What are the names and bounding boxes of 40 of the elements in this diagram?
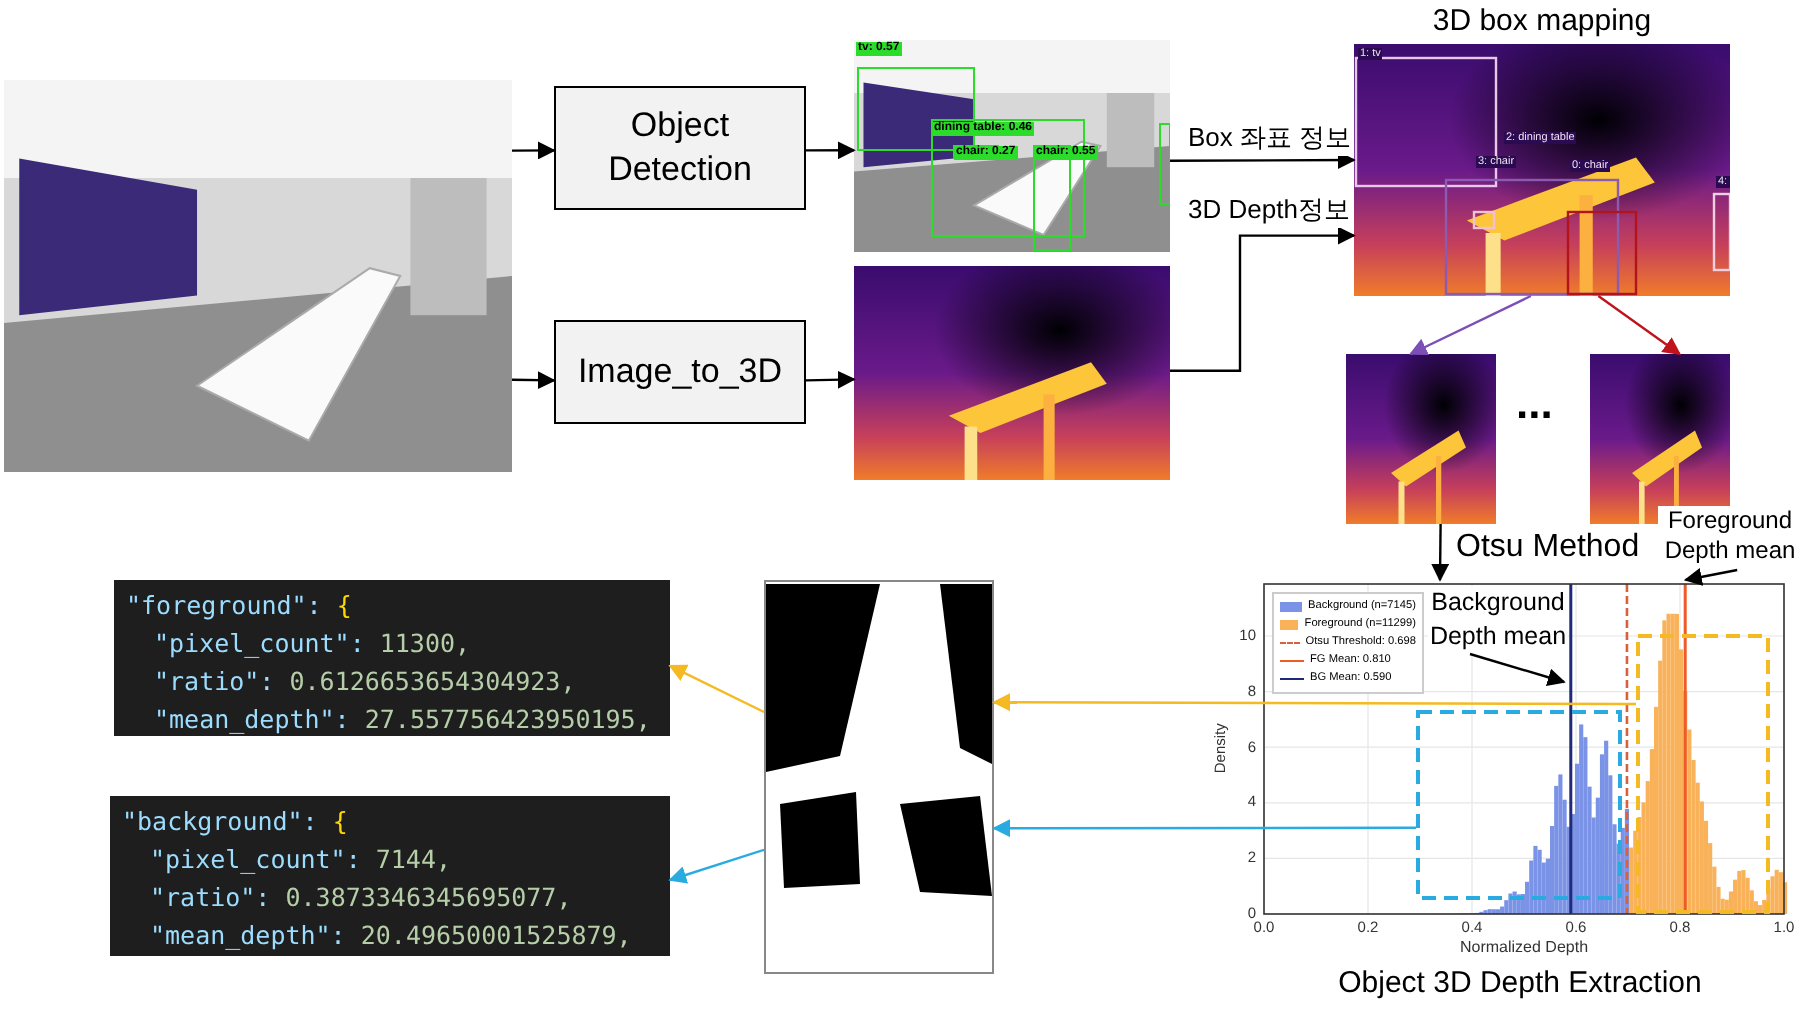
arrow [806, 141, 856, 160]
code-line: "background": { [122, 804, 350, 840]
process-box: Object Detection [554, 86, 806, 210]
mask-image [764, 580, 994, 974]
edge-label: 3D Depth정보 [1186, 192, 1352, 228]
axis-label: Normalized Depth [1457, 940, 1591, 958]
annotation-text: Background Depth mean [1428, 586, 1568, 654]
detection-image [854, 40, 1170, 252]
arrow [1683, 568, 1738, 586]
arrow [992, 693, 1636, 712]
dashed-box [1636, 634, 1770, 914]
arrow [1170, 151, 1356, 170]
arrow [805, 370, 856, 389]
code-block [110, 796, 670, 956]
arrow [512, 371, 556, 390]
chart-title: Object 3D Depth Extraction [1336, 966, 1704, 1000]
leader-arrow [1469, 652, 1566, 686]
code-line: "mean_depth": 20.49650001525879, [148, 918, 634, 954]
ellipsis: ... [1516, 380, 1553, 429]
code-line: "ratio": 0.3873346345695077, [148, 880, 574, 916]
arrow [1597, 295, 1682, 356]
arrow [992, 819, 1416, 838]
arrow [512, 141, 556, 160]
code-line: "mean_depth": 27.557756423950195, [152, 702, 653, 738]
dashed-box [1416, 710, 1622, 900]
code-line: "ratio": 0.6126653654304923, [152, 664, 578, 700]
arrow [668, 664, 765, 714]
depth-map-image [1354, 44, 1730, 296]
code-block [114, 580, 670, 736]
arrow [668, 848, 765, 884]
edge-label: Box 좌표 정보 [1186, 120, 1354, 156]
code-line: "pixel_count": 11300, [152, 626, 473, 662]
process-box: Image_to_3D [554, 320, 806, 424]
code-line: "foreground": { [126, 588, 354, 624]
arrow [1431, 524, 1450, 582]
office-photo [4, 80, 512, 472]
arrow [1409, 294, 1532, 356]
arrow [1170, 226, 1356, 372]
image-title: 3D box mapping [1430, 4, 1654, 38]
code-line: "pixel_count": 7144, [148, 842, 454, 878]
